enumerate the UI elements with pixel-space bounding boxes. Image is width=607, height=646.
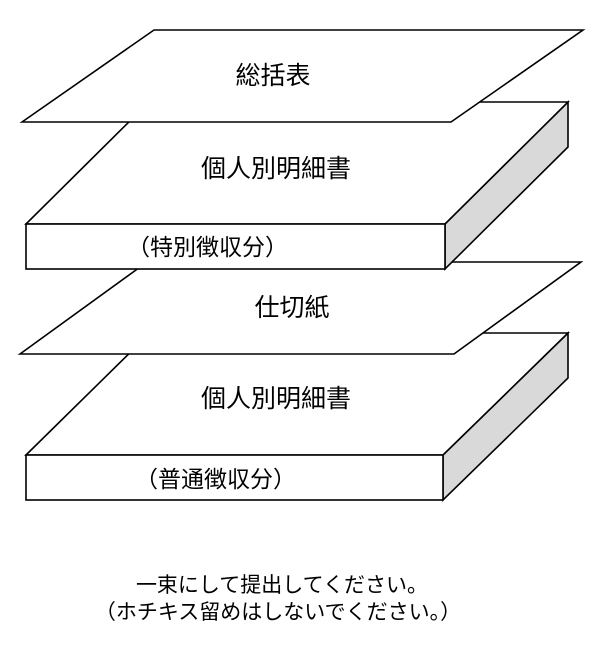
summary-sheet: 総括表: [19, 29, 586, 123]
divider-sheet-shape: [17, 261, 584, 355]
summary-sheet-label: 総括表: [235, 61, 310, 90]
submission-note: 一束にして提出してください。 （ホチキス留めはしないでください。）: [95, 573, 461, 624]
bundle-regular-label: 個人別明細書: [201, 384, 351, 413]
note-line-1: 一束にして提出してください。: [136, 573, 428, 597]
bundle-regular-front: [25, 454, 444, 501]
divider-sheet: 仕切紙: [17, 261, 584, 355]
bundle-special-front: [25, 223, 446, 270]
summary-sheet-shape: [19, 29, 586, 123]
bundle-regular-side-label: （普通徴収分）: [135, 467, 296, 493]
bundle-special-side-label: （特別徴収分）: [127, 235, 288, 261]
divider-sheet-label: 仕切紙: [254, 293, 329, 322]
bundle-regular-collection: 個人別明細書 （普通徴収分）: [24, 331, 570, 502]
bundle-special-label: 個人別明細書: [201, 154, 351, 183]
bundle-special-collection: 個人別明細書 （特別徴収分）: [24, 100, 570, 271]
note-line-2: （ホチキス留めはしないでください。）: [95, 600, 461, 624]
